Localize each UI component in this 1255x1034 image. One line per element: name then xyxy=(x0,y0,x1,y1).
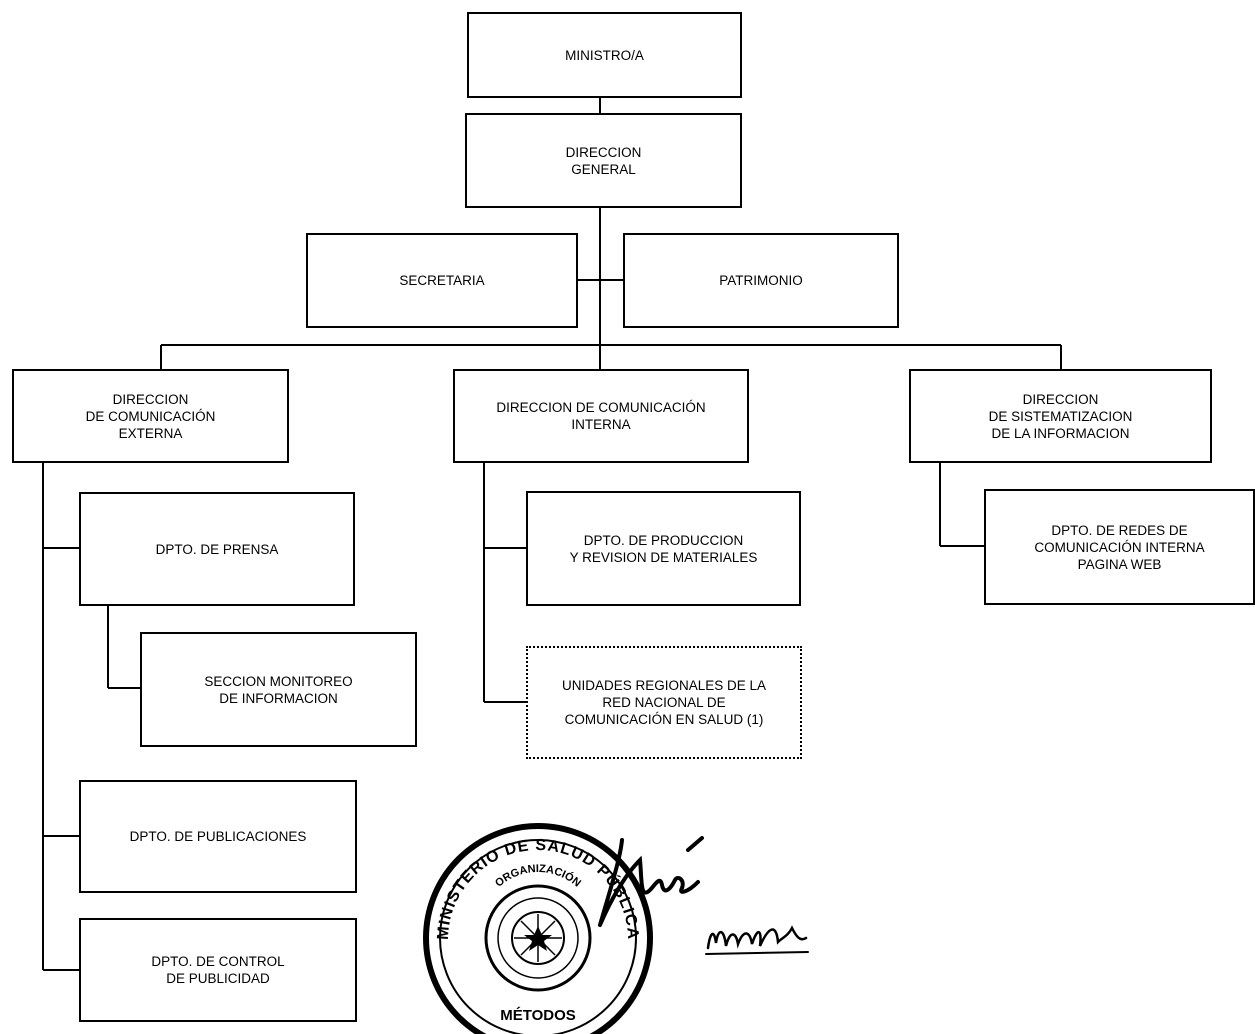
node-direccion-general: DIRECCION GENERAL xyxy=(465,113,742,208)
node-secretaria: SECRETARIA xyxy=(306,233,578,328)
node-dpto-redes: DPTO. DE REDES DE COMUNICACIÓN INTERNA P… xyxy=(984,489,1255,605)
node-dir-com-externa: DIRECCION DE COMUNICACIÓN EXTERNA xyxy=(12,369,289,463)
node-patrimonio: PATRIMONIO xyxy=(623,233,899,328)
node-dpto-publicaciones: DPTO. DE PUBLICACIONES xyxy=(79,780,357,893)
node-dir-com-interna: DIRECCION DE COMUNICACIÓN INTERNA xyxy=(453,369,749,463)
handwritten-signature-1 xyxy=(598,836,704,927)
node-unidades-regionales: UNIDADES REGIONALES DE LA RED NACIONAL D… xyxy=(526,646,802,759)
node-dir-sistematizacion: DIRECCION DE SISTEMATIZACION DE LA INFOR… xyxy=(909,369,1212,463)
node-seccion-monitoreo: SECCION MONITOREO DE INFORMACION xyxy=(140,632,417,747)
official-seal-stamp: MINISTERIO DE SALUD PÚBLICA ORGANIZACIÓN… xyxy=(423,823,653,1034)
svg-text:MÉTODOS: MÉTODOS xyxy=(500,1007,576,1024)
node-dpto-control-publicidad: DPTO. DE CONTROL DE PUBLICIDAD xyxy=(79,918,357,1022)
node-dpto-prensa: DPTO. DE PRENSA xyxy=(79,492,355,606)
node-dpto-produccion: DPTO. DE PRODUCCION Y REVISION DE MATERI… xyxy=(526,491,801,606)
node-ministro: MINISTRO/A xyxy=(467,12,742,98)
handwritten-signature-2 xyxy=(705,925,809,955)
